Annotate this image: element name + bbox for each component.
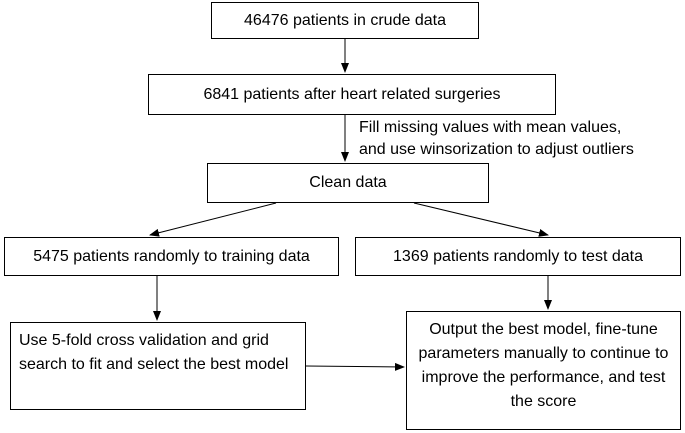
preprocessing-note-line-1: Fill missing values with mean values, (359, 119, 622, 136)
node-cross-validation-label: Use 5-fold cross validation and grid sea… (19, 332, 289, 373)
node-test-data-label: 1369 patients randomly to test data (393, 247, 643, 265)
node-heart-surgeries-label: 6841 patients after heart related surger… (203, 85, 501, 103)
arrow-clean-to-train (149, 202, 277, 237)
preprocessing-note-line-2: and use winsorization to adjust outliers (359, 141, 634, 158)
arrow-clean-to-test (413, 202, 549, 237)
node-output-model: Output the best model, fine-tune paramet… (406, 311, 681, 430)
node-test-data: 1369 patients randomly to test data (355, 237, 681, 276)
node-clean-data: Clean data (207, 163, 489, 203)
node-training-data-label: 5475 patients randomly to training data (33, 247, 310, 265)
node-training-data: 5475 patients randomly to training data (4, 237, 339, 276)
node-clean-data-label: Clean data (309, 174, 387, 191)
arrow-cv-to-output (305, 362, 405, 371)
node-output-model-label: Output the best model, fine-tune paramet… (418, 321, 669, 410)
preprocessing-note: Fill missing values with mean values, an… (359, 117, 634, 161)
node-crude-data: 46476 patients in crude data (211, 2, 479, 39)
node-heart-surgeries: 6841 patients after heart related surger… (148, 74, 556, 115)
node-cross-validation: Use 5-fold cross validation and grid sea… (10, 322, 306, 410)
node-crude-data-label: 46476 patients in crude data (244, 11, 446, 29)
